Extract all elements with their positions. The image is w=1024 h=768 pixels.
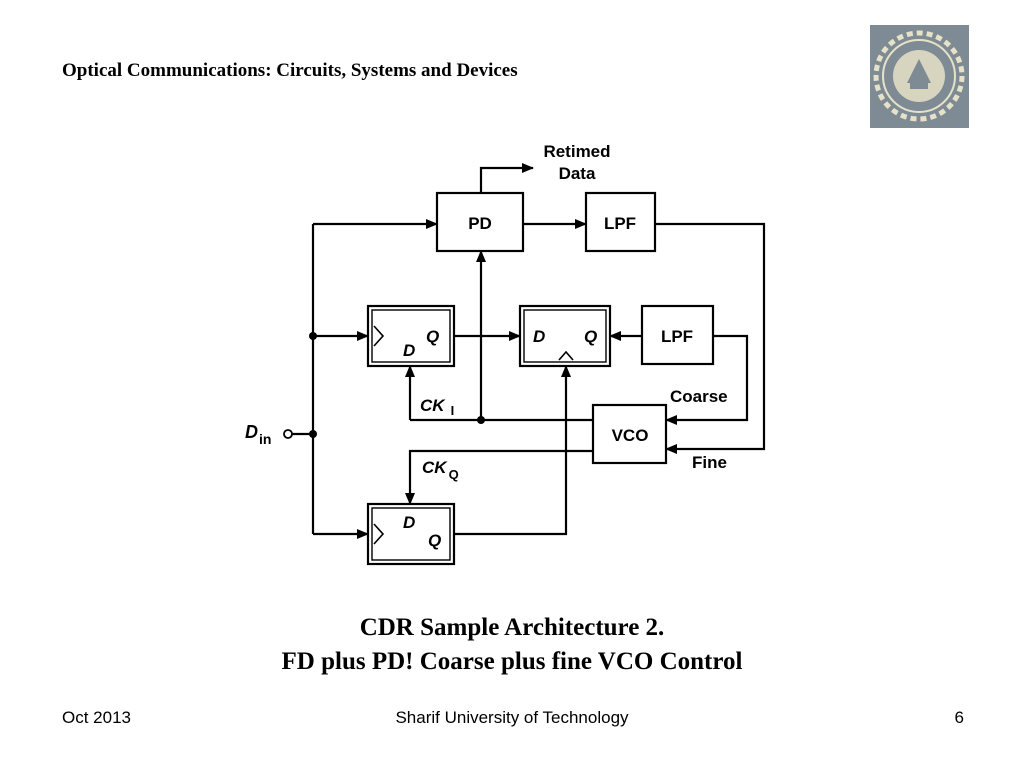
cdr-block-diagram: Retimed Data PD LPF LPF VCO D Q D Q D Q … [245,142,766,566]
vco-block-label: VCO [612,426,649,445]
slide-title: Optical Communications: Circuits, System… [62,60,518,81]
lpf-mid-block-label: LPF [661,327,693,346]
university-logo [870,25,969,128]
footer-date: Oct 2013 [62,708,131,727]
din-label: Din [245,422,271,447]
pd-block-label: PD [468,214,492,233]
footer-institution: Sharif University of Technology [395,708,629,727]
ff-mid-q-label: Q [584,327,597,346]
page-number: 6 [954,708,964,727]
ff-mid-d-label: D [533,327,545,346]
ff-i-d-label: D [403,341,415,360]
coarse-label: Coarse [670,387,728,406]
lpf-top-block-label: LPF [604,214,636,233]
ff-i-q-label: Q [426,327,439,346]
retimed-data-label-line2: Data [559,164,596,183]
fine-label: Fine [692,453,727,472]
retimed-data-label-line1: Retimed [543,142,610,161]
caption-line-2: FD plus PD! Coarse plus fine VCO Control [281,648,743,675]
ff-q-q-label: Q [428,531,441,550]
caption-line-1: CDR Sample Architecture 2. [359,614,665,641]
ff-q-d-label: D [403,513,415,532]
